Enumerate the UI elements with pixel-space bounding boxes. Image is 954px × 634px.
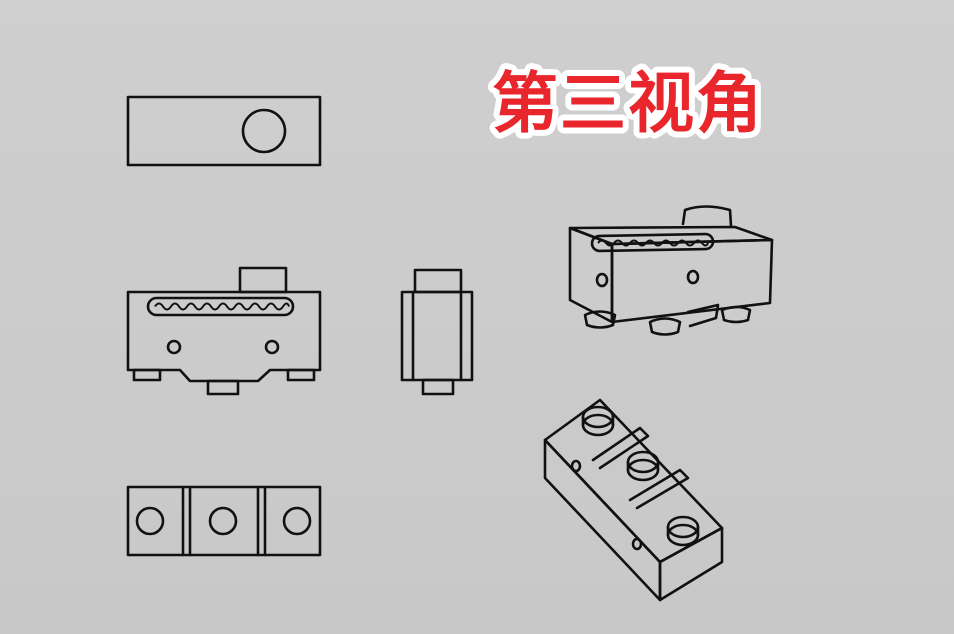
front-view-foot-right: [286, 368, 316, 382]
iso-bottom-top-face: [543, 398, 724, 564]
front-view-slot: [146, 296, 295, 317]
iso-bottom-pin-3: [666, 515, 700, 547]
iso-top-slot: [590, 232, 715, 253]
bottom-view-pin-center: [208, 506, 238, 536]
iso-bottom-left-face: [543, 438, 662, 602]
bottom-view-pin-left: [135, 506, 165, 536]
iso-top-slot-lettering: [597, 239, 709, 247]
iso-top-foot-right: [720, 305, 752, 324]
bottom-view-pin-right: [282, 506, 312, 536]
iso-bottom-hole-2: [631, 537, 643, 551]
isometric-view-bottom: [543, 398, 724, 602]
front-view: [126, 266, 322, 396]
top-view-outline: [126, 95, 322, 167]
side-view-foot: [421, 378, 455, 396]
iso-top-foot-left: [583, 310, 617, 329]
iso-bottom-pin-2: [626, 450, 660, 482]
iso-top-foot-center: [648, 317, 682, 336]
iso-top-hole-left: [595, 272, 609, 288]
iso-bottom-divider-1: [591, 426, 650, 470]
bottom-view-outline: [126, 485, 322, 557]
title-group: 第三视角 第三视角: [486, 59, 768, 148]
front-view-hole-left: [166, 339, 182, 355]
front-view-slot-lettering: [154, 302, 290, 311]
iso-top-foot-ramp: [686, 303, 720, 328]
iso-top-hole-right: [686, 269, 700, 285]
bottom-view: [126, 485, 322, 557]
iso-top-button: [681, 205, 733, 228]
front-view-foot-left: [132, 368, 162, 382]
iso-bottom-hole-1: [570, 459, 582, 473]
title-outline: 第三视角: [492, 65, 764, 142]
iso-bottom-divider-2: [628, 468, 690, 510]
isometric-view-top: [568, 205, 774, 336]
front-view-foot-center: [206, 379, 240, 396]
page-title: 第三视角: [492, 65, 764, 142]
iso-bottom-right-face: [658, 526, 724, 602]
front-view-hole-right: [264, 339, 280, 355]
front-view-button: [238, 266, 288, 294]
side-view-button: [413, 268, 463, 294]
iso-front-face: [610, 238, 774, 324]
side-view: [400, 268, 474, 396]
top-view-hole: [241, 108, 287, 154]
iso-bottom-pin-1: [581, 405, 615, 437]
top-view: [126, 95, 322, 167]
